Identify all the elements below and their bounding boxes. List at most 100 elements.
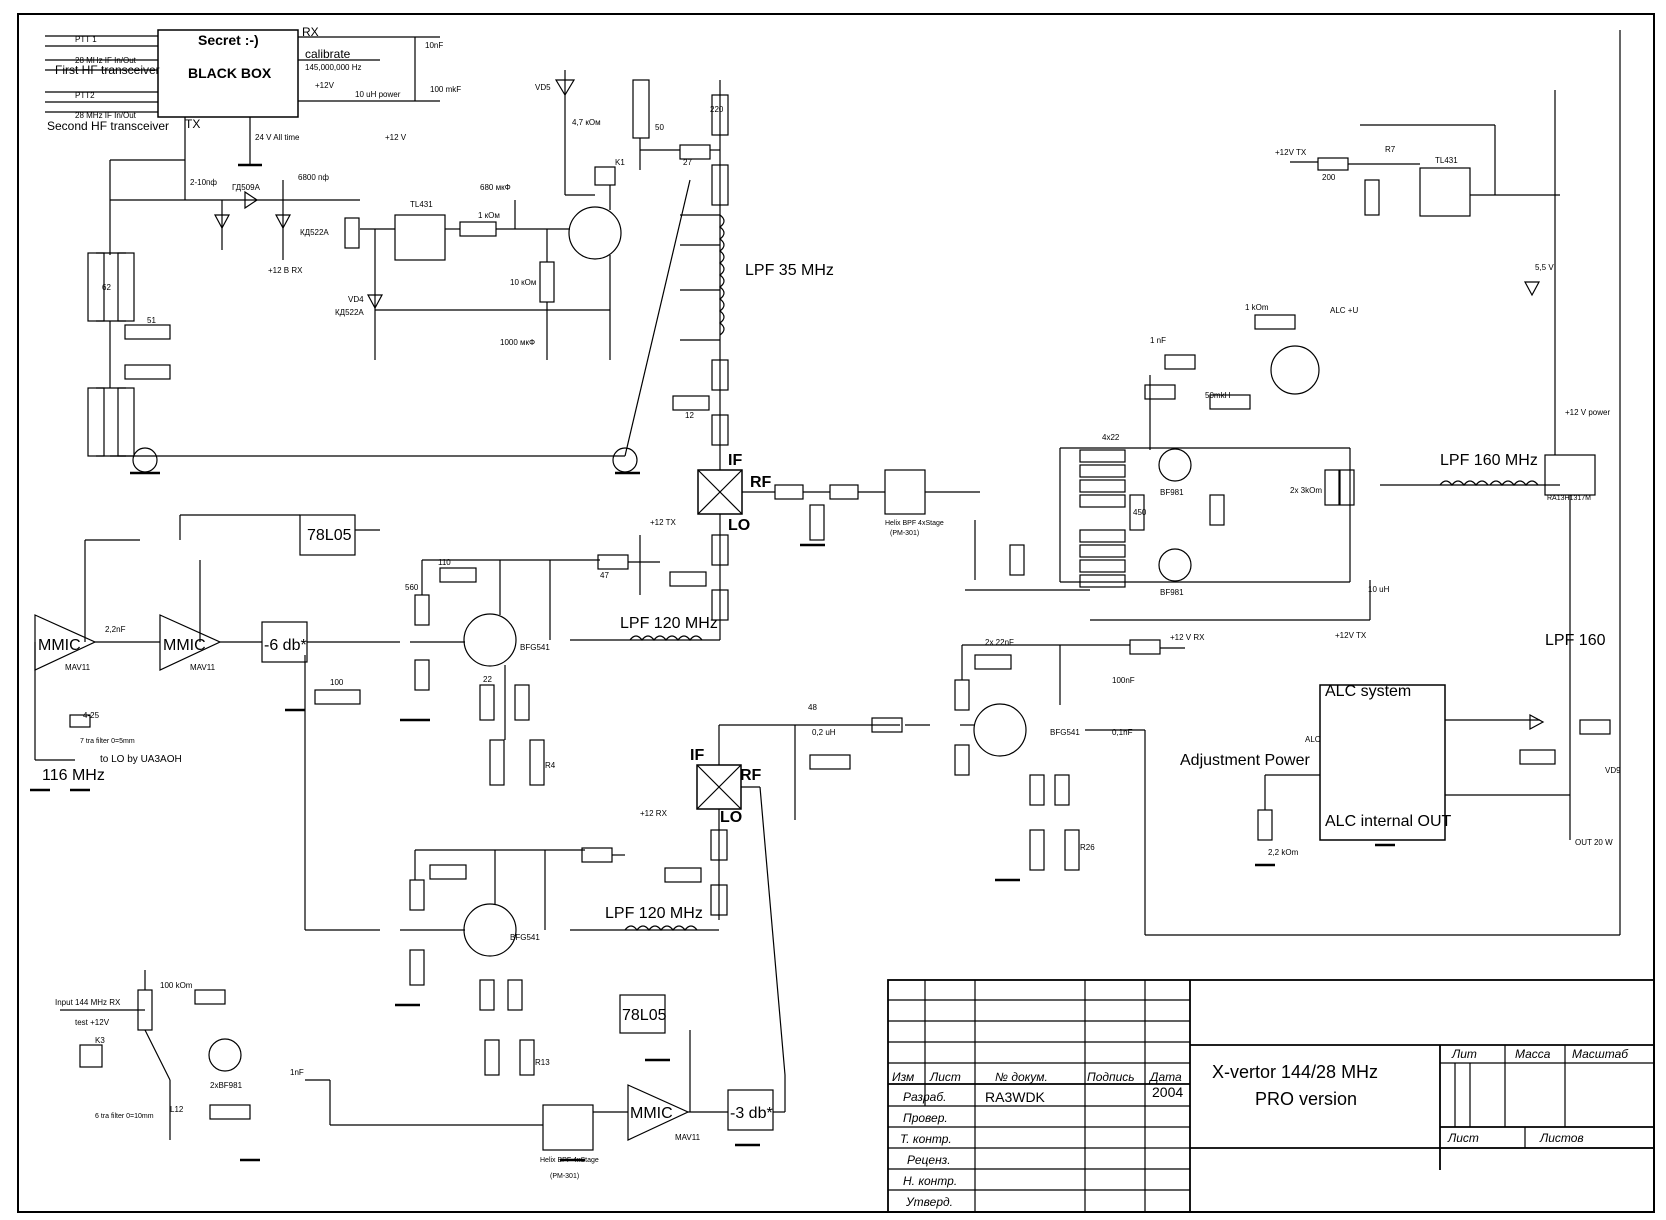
- val-100: 100: [330, 678, 344, 687]
- val-6800pf: 6800 пф: [298, 173, 329, 182]
- tb-author: RA3WDK: [985, 1089, 1046, 1105]
- ra13h-label: RA13H1317M: [1547, 495, 1591, 502]
- val-1000mkf: 1000 мкФ: [500, 338, 535, 347]
- mixer-lo-a: LO: [728, 517, 750, 534]
- val-10nf: 10nF: [425, 41, 443, 50]
- lpf120b-label: LPF 120 MHz: [605, 905, 703, 922]
- val-220: 220: [710, 105, 724, 114]
- val-47kom: 4,7 кОм: [572, 118, 601, 127]
- mav11-label-2: MAV11: [190, 663, 216, 672]
- val-01nf: 0,1nF: [1112, 728, 1133, 737]
- black-box-rx: RX: [302, 25, 319, 39]
- reg-78l05-1: [299, 514, 356, 556]
- plus12tx2-label: +12 TX: [650, 518, 677, 527]
- lpf35-label: LPF 35 MHz: [745, 262, 834, 279]
- val-48: 48: [808, 703, 817, 712]
- val-10uh: 10 uH: [1368, 585, 1390, 594]
- mmic2-label: MMIC: [163, 637, 206, 654]
- mixer-rf-a: RF: [750, 474, 772, 491]
- reg-78l05-2: [619, 994, 666, 1034]
- mixer-if-a: IF: [728, 452, 742, 469]
- bf981-b: BF981: [1160, 588, 1184, 597]
- if2-label: 28 MHz IF In/Out: [75, 111, 137, 120]
- mixer-rf-b: RF: [740, 767, 762, 784]
- ra13h-module: [1544, 454, 1596, 496]
- plus12tx-label: +12V TX: [1275, 148, 1307, 157]
- att3-label: -3 db*: [730, 1105, 773, 1122]
- tb-list: Лист: [1447, 1131, 1479, 1145]
- r4-label: R4: [545, 761, 556, 770]
- tb-row-utverd: Утверд.: [905, 1195, 953, 1209]
- tb-h-izm: Изм: [892, 1070, 914, 1084]
- alc-system: [1319, 684, 1446, 841]
- bfg541-c: BFG541: [510, 933, 540, 942]
- outer-frame: [17, 13, 1655, 1213]
- lpf160-label: LPF 160 MHz: [1440, 452, 1538, 469]
- brx-label: +12 В RX: [268, 266, 303, 275]
- alc-plus-label: ALC +U: [1330, 306, 1358, 315]
- out20-label: OUT 20 W: [1575, 838, 1613, 847]
- pm301-upper: (PM-301): [890, 530, 919, 537]
- kd522a-a: КД522А: [300, 228, 329, 237]
- kd522a-b: КД522А: [335, 308, 364, 317]
- bfg541-b: BFG541: [1050, 728, 1080, 737]
- input144-label: Input 144 MHz RX: [55, 998, 121, 1007]
- alc-out-label: ALC internal OUT: [1325, 813, 1451, 830]
- title-block: [887, 979, 1655, 1213]
- reg2-label: 78L05: [622, 1007, 667, 1024]
- gd509a-label: ГД509А: [232, 183, 261, 192]
- bf981-a: BF981: [1160, 488, 1184, 497]
- first-hf-label: First HF transceiver: [55, 63, 160, 77]
- helix-bpf-upper: [884, 469, 926, 515]
- tr-fil2-label: 6 tra filter 0=10mm: [95, 1113, 154, 1120]
- vd9-label: VD9: [1605, 766, 1621, 775]
- bf981x2-label: 2xBF981: [210, 1081, 243, 1090]
- tb-row-tkontr: Т. контр.: [900, 1132, 952, 1146]
- helix-lower-label: Helix BPF 4xStage: [540, 1157, 599, 1164]
- alc-system-label: ALC system: [1325, 683, 1411, 700]
- val-1nf: 1 nF: [1150, 336, 1166, 345]
- tb-row-recenz: Реценз.: [907, 1153, 951, 1167]
- helix-bpf-lower: [542, 1104, 594, 1151]
- tb-row-nkontr: Н. контр.: [903, 1174, 957, 1188]
- plus12v-black: +12 V: [385, 133, 407, 142]
- tb-lit: Лит: [1451, 1047, 1477, 1061]
- val-200: 200: [1322, 173, 1336, 182]
- second-hf-label: Second HF transceiver: [47, 119, 169, 133]
- tl431-right: [1419, 167, 1471, 217]
- pm301-lower: (PM-301): [550, 1173, 579, 1180]
- mixer-if-b: IF: [690, 747, 704, 764]
- black-box-name: BLACK BOX: [188, 65, 272, 81]
- val-100nf: 100nF: [1112, 676, 1135, 685]
- inner-frame: [18, 14, 1654, 1212]
- val-1nf-b: 1nF: [290, 1068, 304, 1077]
- coil-label: 10 uH power: [355, 90, 401, 99]
- val-50: 50: [655, 123, 664, 132]
- val-22: 22: [483, 675, 492, 684]
- black-box: [157, 29, 299, 118]
- val-22kom: 2,2 kOm: [1268, 848, 1299, 857]
- alc-label: ALC: [1305, 735, 1321, 744]
- r26-label: R26: [1080, 843, 1095, 852]
- tb-row-prover: Провер.: [903, 1111, 948, 1125]
- val-55v: 5,5 V: [1535, 263, 1554, 272]
- val-1kom: 1 кОм: [478, 211, 500, 220]
- val-2x3kom: 2x 3kOm: [1290, 486, 1322, 495]
- val-47: 47: [600, 571, 609, 580]
- val-100kom: 100 kOm: [160, 981, 193, 990]
- val-10kom: 10 кОм: [510, 278, 536, 287]
- r13-label: R13: [535, 1058, 550, 1067]
- mixer-lo-b: LO: [720, 809, 742, 826]
- att6-label: -6 db*: [264, 637, 307, 654]
- tl431-left: [394, 214, 446, 261]
- if1-label: 28 MHz IF In/Out: [75, 56, 137, 65]
- lo116-label: 116 MHz: [42, 767, 105, 784]
- k1-label: K1: [615, 158, 625, 167]
- ptt1-label: PTT 1: [75, 35, 97, 44]
- mmic3-label: MMIC: [630, 1105, 673, 1122]
- val-1kom-b: 1 kOm: [1245, 303, 1269, 312]
- tb-h-data: Дата: [1148, 1070, 1182, 1084]
- plus12vtx-label: +12V TX: [1335, 631, 1367, 640]
- val-27: 27: [683, 158, 692, 167]
